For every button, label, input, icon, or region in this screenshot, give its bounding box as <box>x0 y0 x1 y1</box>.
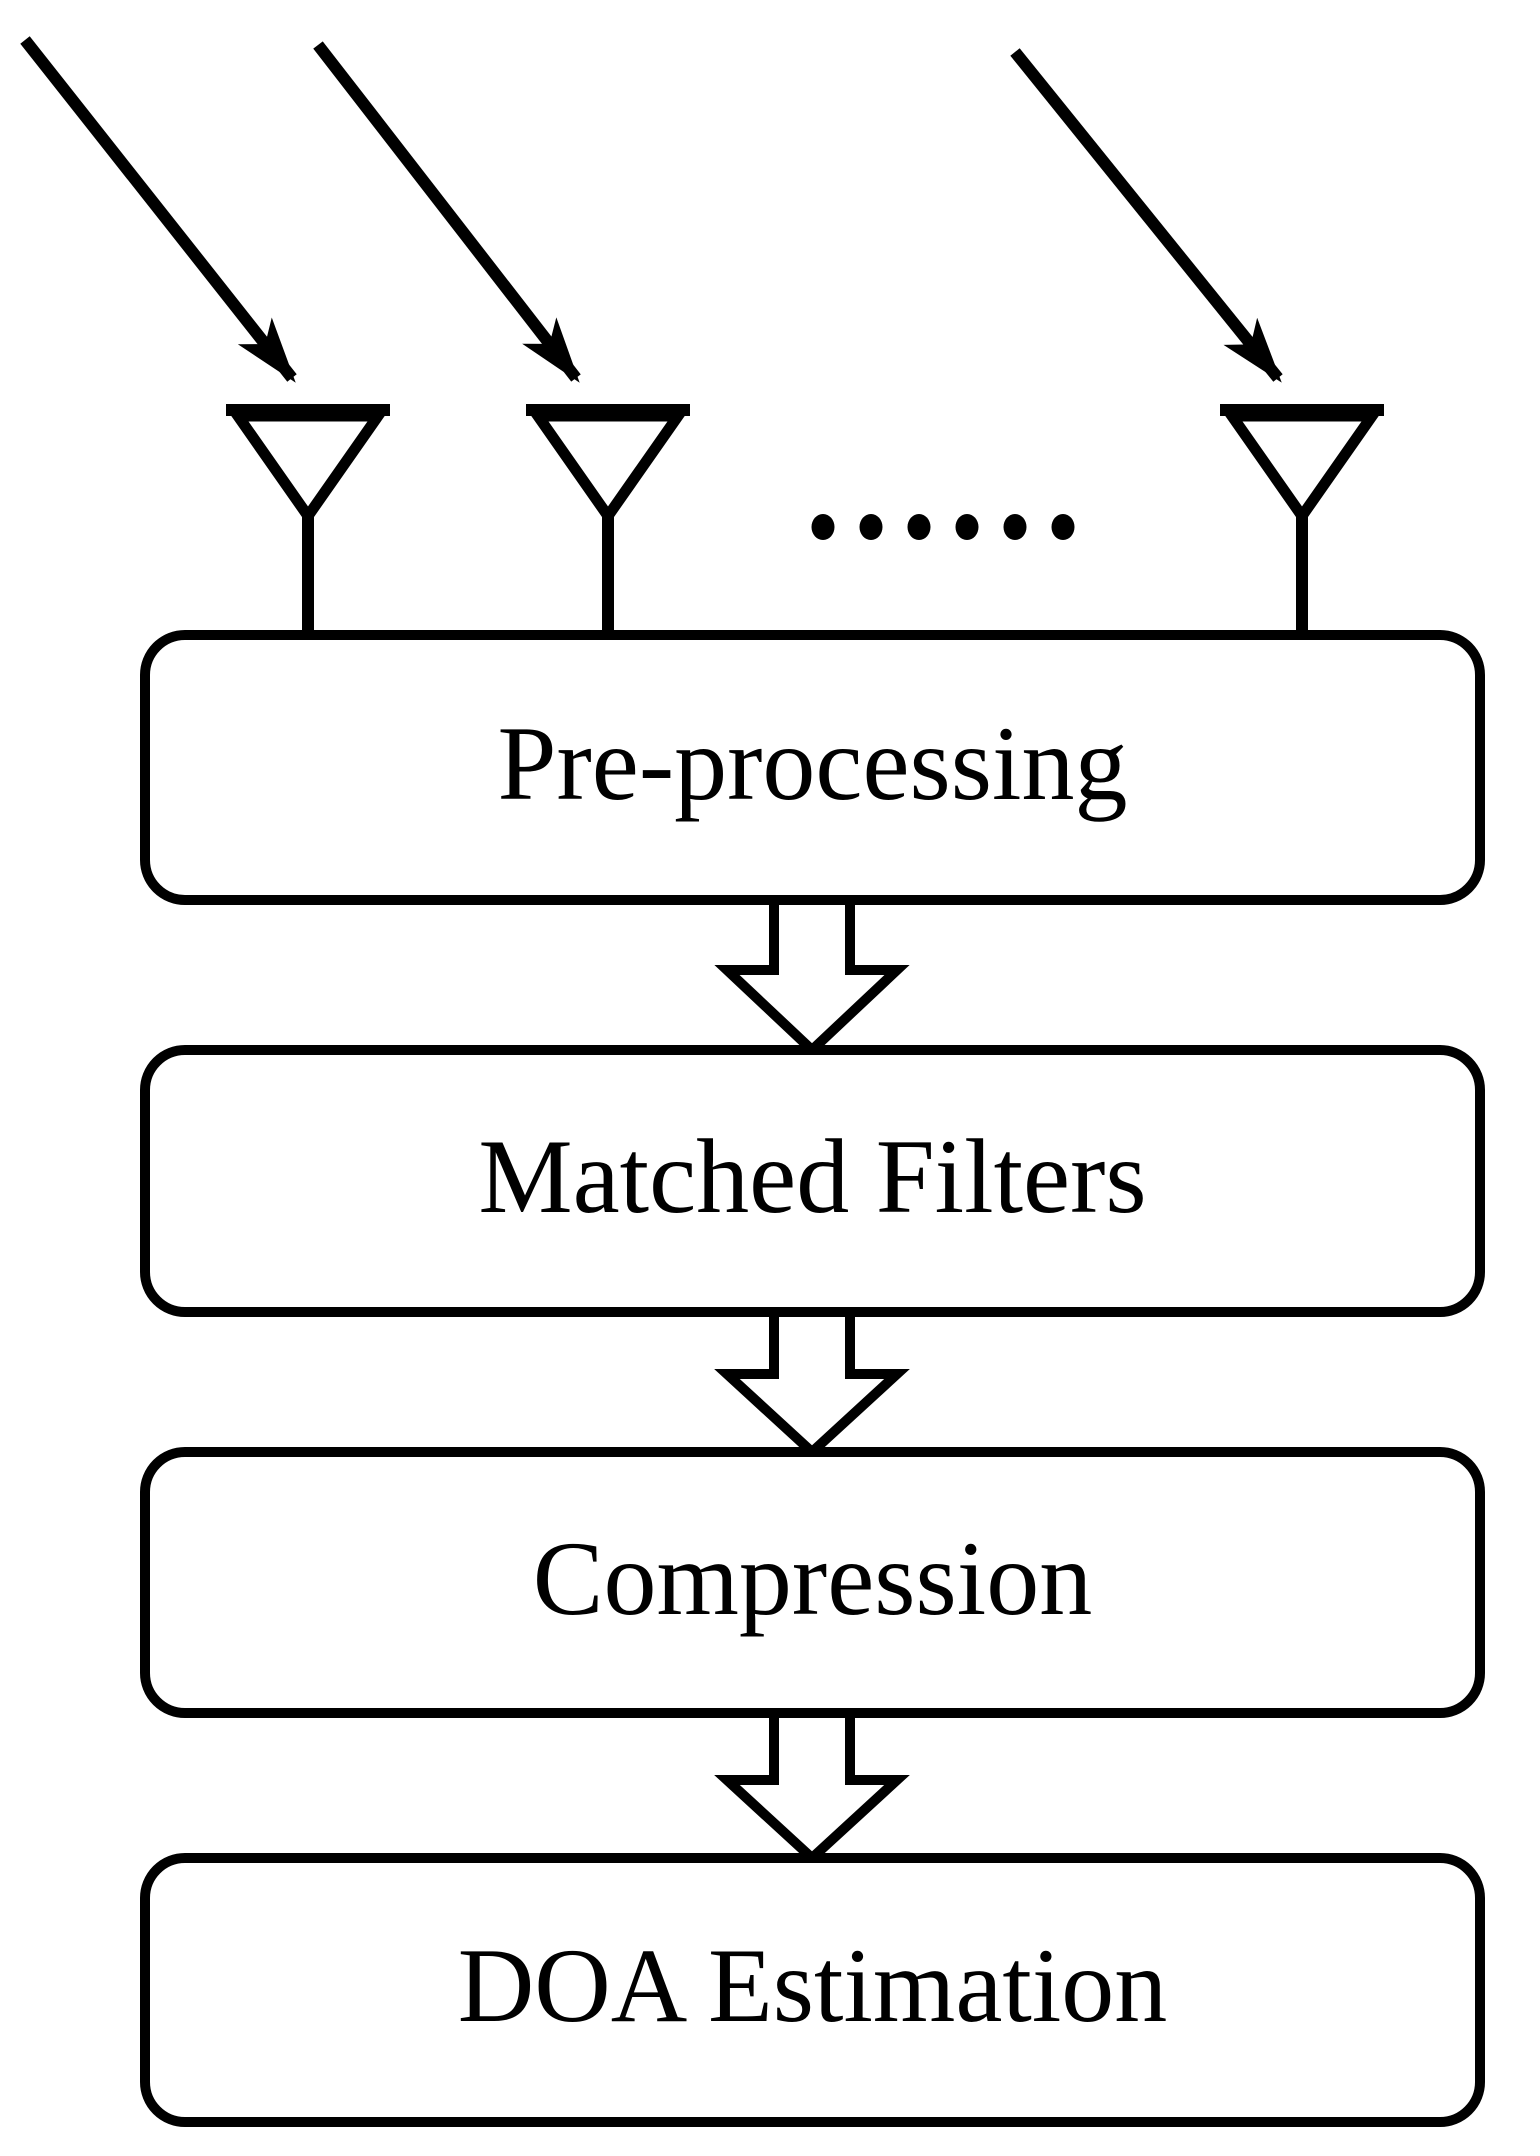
stage-label-matched-filters: Matched Filters <box>478 1118 1147 1235</box>
ellipsis-dots-icon <box>811 514 1075 540</box>
stage-box-compression: Compression <box>140 1447 1485 1718</box>
stage-box-doa-estimation: DOA Estimation <box>140 1853 1485 2127</box>
incoming-signal-arrow-2 <box>313 41 581 383</box>
incoming-signal-arrow-1 <box>20 36 297 383</box>
stage-label-doa-estimation: DOA Estimation <box>457 1927 1168 2044</box>
antenna-icon-3 <box>1220 404 1384 640</box>
incoming-signal-arrow-3 <box>1010 48 1283 383</box>
flow-arrow-icon-2 <box>714 1305 910 1459</box>
antenna-icon-2 <box>526 404 690 640</box>
stage-label-compression: Compression <box>532 1519 1093 1637</box>
stage-box-matched-filters: Matched Filters <box>140 1045 1485 1317</box>
stage-box-pre-processing: Pre-processing <box>140 630 1485 905</box>
flow-arrow-icon-3 <box>714 1706 910 1865</box>
stage-label-pre-processing: Pre-processing <box>497 704 1128 822</box>
flow-arrow-icon-1 <box>714 893 910 1057</box>
antenna-icon-1 <box>226 404 390 640</box>
